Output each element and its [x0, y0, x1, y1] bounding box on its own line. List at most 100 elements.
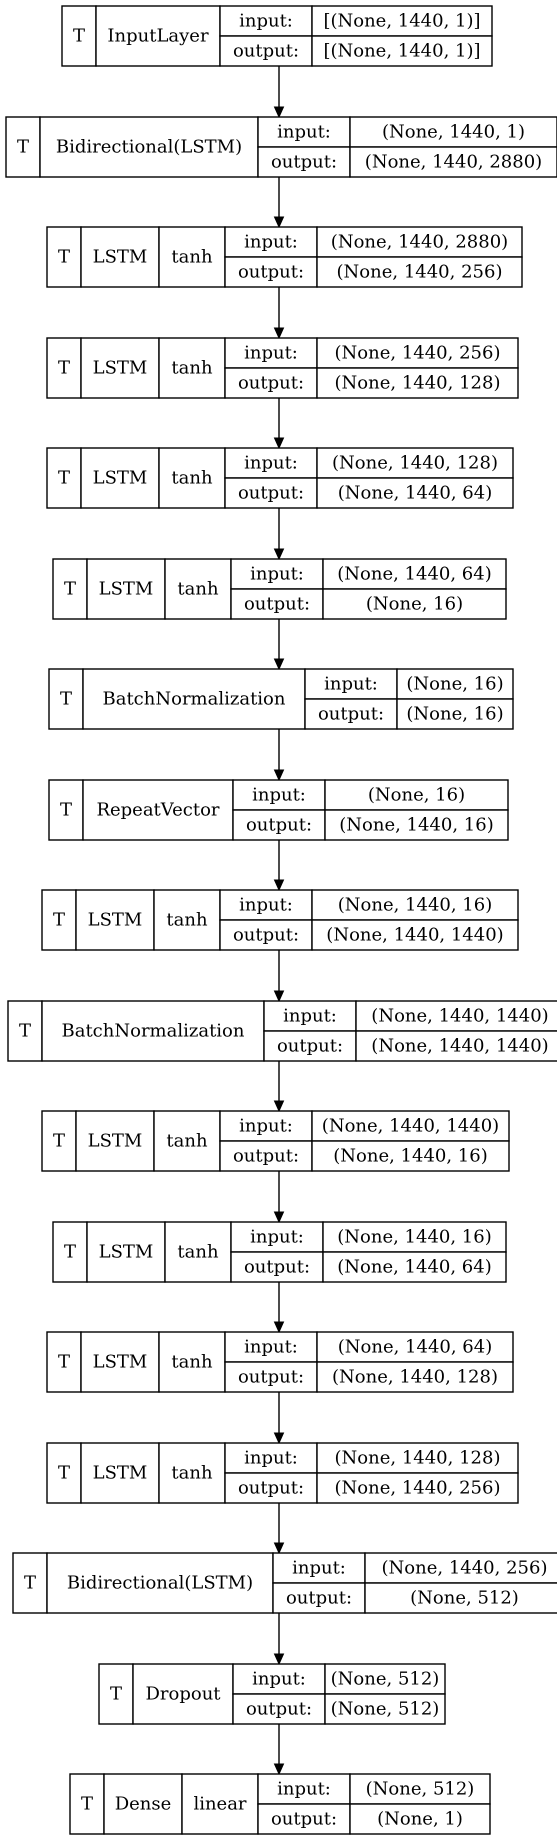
output-label: output:	[238, 262, 304, 283]
layer-name: LSTM	[99, 579, 154, 600]
trainable-cell	[7, 1000, 43, 1062]
input-label: input:	[244, 1448, 298, 1469]
arrow-head	[273, 327, 285, 340]
activation-cell	[158, 337, 226, 399]
layer-name-cell	[75, 1110, 155, 1172]
activation-cell	[153, 1110, 221, 1172]
connector-arrow	[273, 1392, 285, 1445]
output-shape-cell	[311, 1140, 510, 1172]
layer-name: Dense	[115, 1794, 172, 1815]
layer-name-cell	[103, 1773, 183, 1835]
arrow-head	[273, 106, 285, 119]
layer-name-cell	[46, 1552, 274, 1614]
arrow-head	[273, 990, 285, 1003]
trainable-cell	[46, 1331, 82, 1393]
trainable-cell	[52, 558, 88, 620]
output-label: output:	[238, 483, 304, 504]
output-shape: (None, 1440, 16)	[339, 815, 493, 836]
input-label: input:	[252, 1669, 306, 1690]
output-shape: (None, 1440, 64)	[338, 483, 492, 504]
layer-name-cell	[80, 337, 160, 399]
arrow-head	[273, 1432, 285, 1445]
layer-name: LSTM	[93, 1463, 148, 1484]
connector-arrow	[273, 1061, 285, 1113]
output-shape-cell	[316, 477, 514, 509]
input-shape-cell	[311, 889, 519, 921]
layer-name-cell	[39, 116, 259, 178]
trainable-flag: T	[19, 1021, 31, 1042]
input-shape: (None, 1440, 128)	[335, 1448, 501, 1469]
output-label: output:	[246, 815, 312, 836]
trainable-flag: T	[58, 1463, 70, 1484]
arrow-head	[273, 437, 285, 450]
output-label-cell	[230, 1251, 324, 1283]
trainable-cell	[61, 5, 97, 67]
output-shape-cell	[316, 1361, 514, 1393]
input-shape: (None, 16)	[368, 785, 465, 806]
output-shape-cell	[316, 367, 519, 399]
output-shape: (None, 1440, 16)	[333, 1146, 487, 1167]
output-shape-cell	[324, 809, 509, 841]
trainable-flag: T	[58, 358, 70, 379]
activation-cell	[158, 1442, 226, 1504]
arrow-head	[273, 769, 285, 782]
connector-arrow	[273, 66, 285, 119]
trainable-flag: T	[81, 1794, 93, 1815]
input-shape-cell	[349, 1773, 491, 1805]
arrow-head	[273, 1100, 285, 1113]
output-shape-cell	[349, 1803, 491, 1835]
trainable-flag: T	[24, 1573, 36, 1594]
trainable-flag: T	[58, 1352, 70, 1373]
input-label-cell	[224, 337, 318, 369]
activation-cell	[158, 1331, 226, 1393]
output-shape: (None, 16)	[406, 704, 503, 725]
output-shape-cell	[396, 698, 514, 730]
output-label-cell	[232, 1693, 326, 1725]
trainable-flag: T	[60, 800, 72, 821]
connector-arrow	[273, 1171, 285, 1224]
layer-name-cell	[80, 1331, 160, 1393]
output-label-cell	[219, 919, 313, 951]
output-shape-cell	[311, 919, 519, 951]
input-shape-cell	[311, 5, 493, 37]
layer-name: RepeatVector	[96, 800, 219, 821]
trainable-cell	[48, 779, 84, 841]
output-label: output:	[238, 1367, 304, 1388]
output-shape: (None, 16)	[366, 594, 463, 615]
trainable-cell	[98, 1663, 134, 1725]
output-shape: (None, 1)	[377, 1809, 463, 1830]
input-label-cell	[224, 226, 318, 258]
output-label: output:	[244, 594, 310, 615]
activation-name: tanh	[177, 579, 219, 600]
arrow-head	[273, 548, 285, 561]
layer-name: LSTM	[93, 247, 148, 268]
layer-name-cell	[95, 5, 221, 67]
input-shape-cell	[324, 1663, 446, 1695]
trainable-flag: T	[64, 1242, 76, 1263]
input-label-cell	[232, 779, 326, 811]
input-label: input:	[239, 1116, 293, 1137]
connector-arrow	[273, 619, 285, 671]
activation-name: tanh	[171, 1463, 213, 1484]
connector-arrow	[273, 729, 285, 782]
layer-name: Dropout	[145, 1684, 221, 1705]
output-label-cell	[232, 809, 326, 841]
activation-name: tanh	[177, 1242, 219, 1263]
output-shape: (None, 1440, 2880)	[365, 152, 542, 173]
trainable-flag: T	[17, 137, 29, 158]
input-shape-cell	[316, 226, 523, 258]
trainable-cell	[46, 226, 82, 288]
trainable-cell	[41, 1110, 77, 1172]
activation-name: tanh	[171, 1352, 213, 1373]
activation-cell	[158, 226, 226, 288]
output-shape-cell	[324, 1693, 446, 1725]
output-label: output:	[271, 152, 337, 173]
input-label-cell	[219, 889, 313, 921]
layer-name: InputLayer	[107, 26, 209, 47]
layer-name-cell	[86, 558, 166, 620]
